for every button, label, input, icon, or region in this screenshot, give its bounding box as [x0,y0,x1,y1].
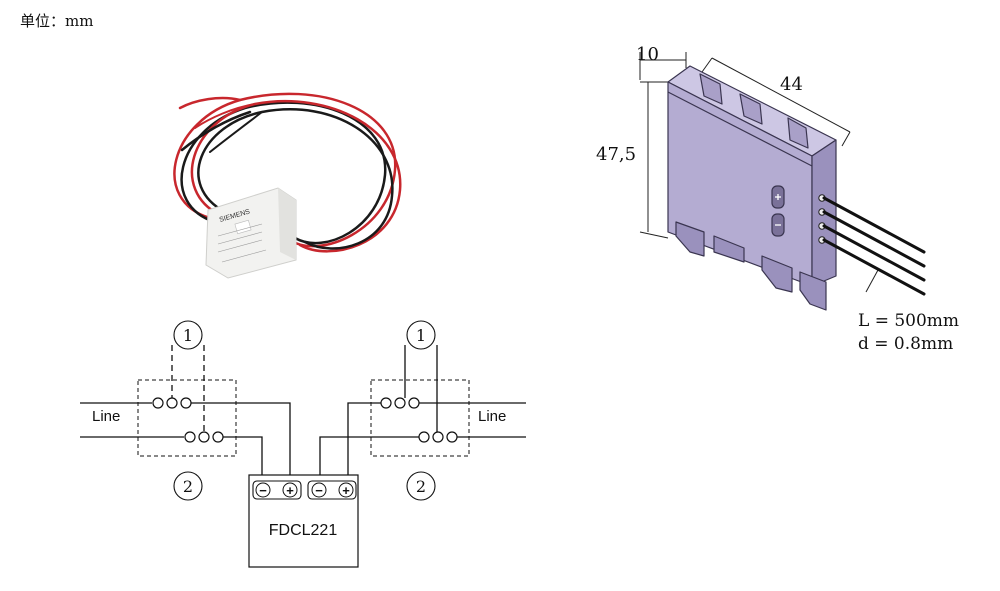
right-line-label: Line [478,408,506,425]
dim-depth-label: 10 [636,44,659,65]
marker-1-right-label: 1 [416,326,426,345]
left-line-label: Line [92,408,120,425]
marker-2-left-label: 2 [183,477,193,496]
marker-2-left [173,471,203,501]
wire-red-loop-1 [173,92,397,248]
photo-module: SIEMENS [205,187,297,279]
screw-marks [775,194,781,226]
wire-diameter-label: d = 0.8mm [858,334,953,354]
module-body [667,65,837,311]
marker-1-left-label: 1 [183,326,193,345]
module-name-label: FDCL221 [269,522,338,539]
left-junction-box [137,379,237,457]
terminal-plus-2: + [342,483,350,498]
terminal-minus-1: − [259,483,267,498]
wire-black-end [180,110,252,152]
dim-width-line [711,57,851,133]
marker-2-right [406,471,436,501]
terminal-minus-2: − [315,483,323,498]
terminal-plus-1: + [286,483,294,498]
dim-height-label: 47,5 [596,144,636,165]
wire-black-loop-2 [197,108,394,250]
wire-red-end-2 [194,103,256,129]
unit-label: 单位：mm [20,12,93,30]
right-junction-box [370,379,470,457]
wire-red-end [178,96,242,110]
wiring-diagram [80,320,526,568]
marker-1-right [406,320,436,350]
marker-2-right-label: 2 [416,477,426,496]
wire-red-loop-2 [190,99,402,253]
marker-1-left [173,320,203,350]
wire-length-label: L = 500mm [858,311,959,331]
product-photo: SIEMENS [173,92,402,279]
module-3d-drawing: 10 44 47,5 [596,44,959,354]
wire-black-end-2 [209,111,263,153]
dimension-lines [639,52,879,293]
wire-terminals [818,194,826,244]
dim-width-label: 44 [780,74,803,95]
module-wires [822,196,926,296]
